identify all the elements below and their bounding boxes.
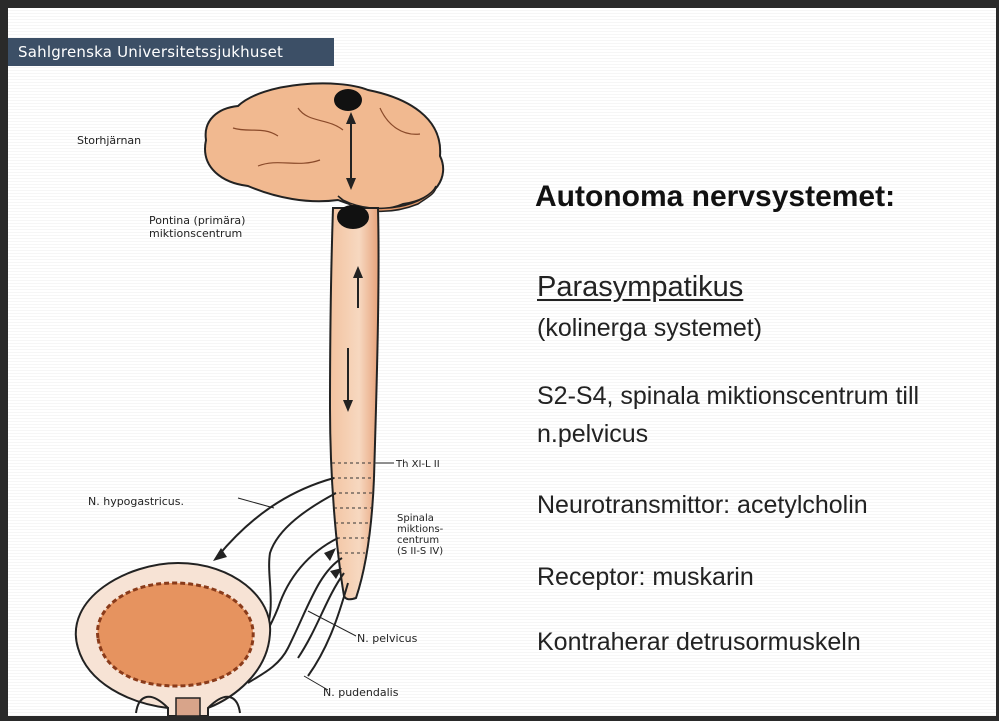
label-brain: Storhjärnan bbox=[77, 134, 141, 147]
label-pontine-2: miktionscentrum bbox=[149, 227, 242, 240]
anatomy-diagram bbox=[8, 8, 528, 716]
label-spinal-2: miktions- bbox=[397, 524, 443, 535]
point-spinal-line-2: n.pelvicus bbox=[537, 419, 648, 449]
point-spinal-line-1: S2-S4, spinala miktionscentrum till bbox=[537, 381, 919, 411]
subtitle-text: Parasympatikus bbox=[537, 271, 743, 303]
label-spinal-1: Spinala bbox=[397, 513, 434, 524]
point-receptor: Receptor: muskarin bbox=[537, 562, 754, 592]
slide-title: Autonoma nervsystemet: bbox=[535, 180, 895, 214]
label-hypogastric: N. hypogastricus. bbox=[88, 495, 184, 508]
pontine-center-marker bbox=[337, 205, 369, 229]
slide: Sahlgrenska Universitetssjukhuset bbox=[8, 8, 996, 716]
label-spinal-3: centrum bbox=[397, 535, 439, 546]
subtitle-parasympatikus: Parasympatikus bbox=[537, 272, 743, 303]
label-pudendal: N. pudendalis bbox=[323, 686, 398, 699]
label-segment: Th XI-L II bbox=[396, 458, 440, 471]
subtitle-note: (kolinerga systemet) bbox=[537, 313, 762, 343]
point-effect: Kontraherar detrusormuskeln bbox=[537, 627, 861, 657]
brain-shape bbox=[205, 83, 443, 208]
cortical-center-marker bbox=[334, 89, 362, 111]
point-neurotransmitter: Neurotransmittor: acetylcholin bbox=[537, 490, 868, 520]
label-spinal-4: (S II-S IV) bbox=[397, 546, 443, 557]
bladder-lumen bbox=[98, 583, 254, 686]
spinal-cord-shape bbox=[330, 208, 379, 599]
label-pontine-1: Pontina (primära) bbox=[149, 214, 245, 227]
label-pelvic: N. pelvicus bbox=[357, 632, 417, 645]
